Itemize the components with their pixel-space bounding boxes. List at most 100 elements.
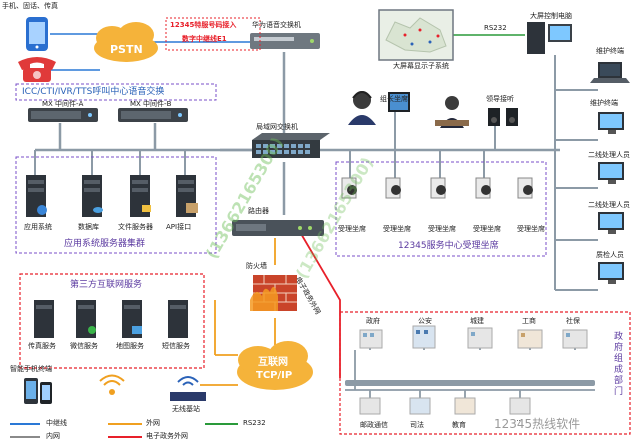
monitor-icon (598, 112, 624, 134)
landline-phone-icon (18, 57, 56, 82)
rs232-label: RS232 (484, 24, 507, 32)
map-service-label: 地图服务 (116, 342, 144, 350)
egov-line (299, 231, 341, 378)
database-label: 数据库 (78, 223, 99, 231)
file-server-label: 文件服务器 (118, 223, 153, 231)
legend-label-external: 外网 (146, 419, 160, 427)
seat-icon (475, 177, 491, 199)
third-party-box (19, 273, 205, 369)
seat-label: 受理坐席 (338, 225, 366, 233)
api-label: API接口 (166, 223, 192, 231)
wifi-signal-icon (99, 374, 125, 395)
pstn-cloud (94, 22, 158, 62)
wechat-service-label: 微信服务 (70, 342, 98, 350)
building-icon (359, 329, 383, 349)
sms-server-icon (168, 300, 188, 338)
building-icon (467, 327, 493, 349)
big-screen-label: 大屏幕显示子系统 (393, 62, 449, 70)
big-screen-pc-icon (527, 22, 572, 54)
building-icon (517, 329, 543, 349)
justice-label: 司法 (410, 421, 424, 429)
group-leader-pc-icon (388, 92, 410, 112)
trunk-line-terminals (50, 33, 100, 71)
internet-label: 互联网 (258, 357, 288, 368)
service-center-label: 12345服务中心受理坐席 (398, 241, 499, 251)
legend-label-lan: 内网 (46, 432, 60, 440)
database-server-icon (82, 175, 103, 217)
monitor-icon (598, 262, 624, 284)
building-icon (509, 397, 531, 415)
seat-label: 受理坐席 (383, 225, 411, 233)
third-party-label: 第三方互联网服务 (70, 280, 143, 290)
wechat-server-icon (76, 300, 96, 338)
trunk-label-2: 数字中继线E1 (182, 35, 227, 43)
group-leader-icon (348, 91, 376, 125)
base-station-icon (170, 376, 206, 401)
trunk-annotation-box (165, 17, 261, 51)
leader-listen-label: 领导接听 (486, 95, 514, 103)
voice-switch-label: 华为语音交换机 (252, 21, 301, 29)
map-server-icon (122, 300, 142, 338)
maintenance-label-1: 维护终端 (596, 47, 624, 55)
mx-a-label: MX 中间件-A (42, 100, 84, 108)
seat-icon (341, 177, 357, 199)
post-label: 邮政通信 (360, 421, 388, 429)
mx-b-label: MX 中间件-B (130, 100, 172, 108)
ext-line-third-party (214, 300, 238, 356)
fax-server-icon (34, 300, 54, 338)
server-drops (34, 150, 186, 175)
firewall-icon (250, 275, 297, 311)
laptop-icon (590, 62, 630, 83)
router-label: 路由器 (248, 207, 269, 215)
firewall-label: 防火墙 (246, 262, 267, 270)
building-icon (454, 397, 476, 415)
mobile-phone-icon (26, 17, 48, 51)
trunk-label-1: 12345特服号码接入 (170, 21, 237, 29)
second-line-label-1: 二线处理人员 (588, 151, 630, 159)
lan-switch-label: 局域网交换机 (256, 123, 298, 131)
building-icon (412, 325, 436, 349)
lan-switch (252, 133, 330, 158)
server-cluster-label: 应用系统服务器集群 (64, 239, 146, 249)
seat-icon (517, 177, 533, 199)
gov-box (339, 311, 631, 435)
app-server-icon (26, 175, 47, 217)
seat-label: 受理坐席 (473, 225, 501, 233)
monitor-icon (598, 212, 624, 234)
legend-label-egov: 电子政务外网 (146, 432, 188, 440)
legend-label-trunk: 中继线 (46, 419, 67, 427)
sms-service-label: 短信服务 (162, 342, 190, 350)
internet-cloud (237, 341, 313, 390)
seat-label: 受理坐席 (517, 225, 545, 233)
seat-drops (349, 150, 485, 178)
public-security-label: 公安 (418, 317, 432, 325)
seats-box (335, 161, 547, 257)
fax-service-label: 传真服务 (28, 342, 56, 350)
ivr-title: ICC/CTI/IVR/TTS呼叫中心语音交换 (22, 87, 165, 97)
social-security-label: 社保 (566, 317, 580, 325)
seat-icon (385, 177, 401, 199)
mx-middleware-a (28, 108, 98, 122)
ivr-box (15, 83, 217, 101)
other-label: ... (514, 415, 521, 423)
router (232, 220, 324, 236)
pstn-label: PSTN (110, 43, 143, 56)
smart-phone-label: 智能手机终端 (10, 365, 52, 373)
file-server-icon (130, 175, 151, 217)
monitor-icon (598, 162, 624, 184)
gov-departments-label: 政府组成部门 (614, 332, 624, 397)
speaker-icon (488, 108, 518, 126)
smartphone-icon (24, 378, 52, 404)
big-screen-pc-label: 大屏控制电脑 (530, 12, 572, 20)
phone-terminals-label: 手机、固话、传真 (2, 2, 58, 10)
group-leader-label: 组长坐席 (380, 95, 408, 103)
big-screen-display (378, 9, 454, 61)
tcpip-label: TCP/IP (256, 370, 293, 381)
maintenance-label-2: 维护终端 (590, 99, 618, 107)
mx-middleware-b (118, 108, 188, 122)
api-server-icon (176, 175, 198, 217)
app-system-label: 应用系统 (24, 223, 52, 231)
leader-icon (435, 96, 469, 128)
building-icon (409, 397, 431, 415)
